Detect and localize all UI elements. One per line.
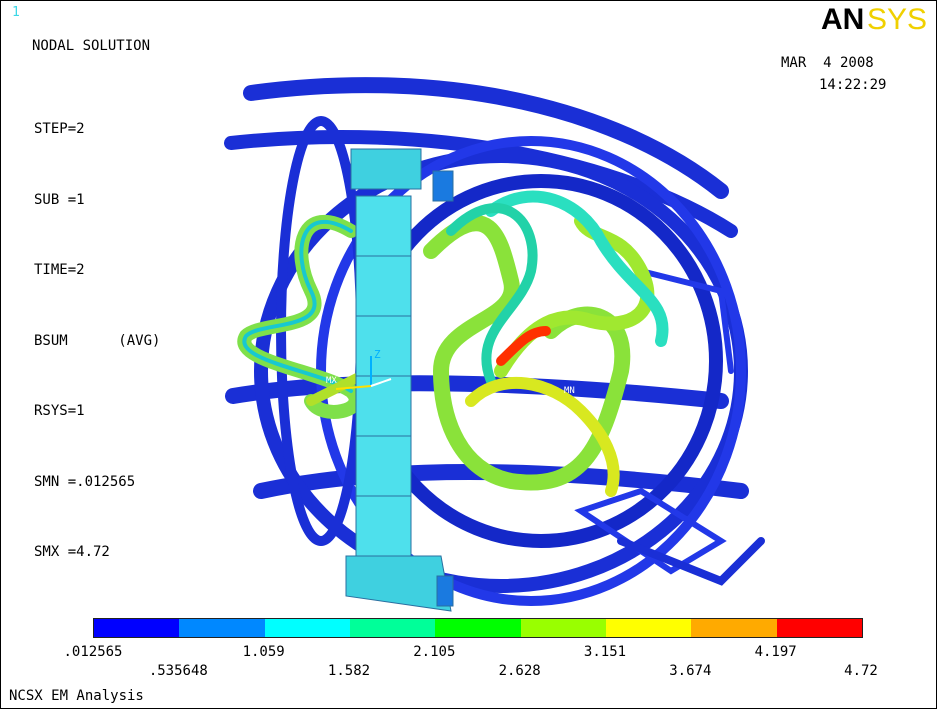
window-number: 1	[12, 5, 20, 20]
footer-title: NCSX EM Analysis	[9, 688, 144, 704]
svg-text:SYS: SYS	[867, 3, 927, 33]
legend-swatch	[94, 619, 180, 637]
info-time: TIME=2	[34, 262, 85, 278]
info-smx: SMX =4.72	[34, 544, 110, 560]
legend-swatch	[776, 619, 862, 637]
color-legend	[93, 618, 863, 638]
ansys-logo: AN SYS	[821, 3, 927, 33]
legend-swatch	[691, 619, 777, 637]
plot-date: MAR 4 2008	[781, 55, 874, 71]
legend-label-lower: 2.628	[498, 663, 541, 679]
legend-label-upper: 2.105	[413, 644, 456, 660]
plot-time: 14:22:29	[819, 77, 887, 93]
plot-title: NODAL SOLUTION	[32, 38, 151, 54]
legend-swatch	[349, 619, 436, 637]
legend-label-upper: .012565	[63, 644, 123, 660]
legend-label-upper: 1.059	[242, 644, 285, 660]
legend-label-lower: 3.674	[669, 663, 712, 679]
mn-label: MN	[564, 386, 575, 396]
info-step: STEP=2	[34, 121, 85, 137]
coil-model-view[interactable]: Z MX MN	[201, 71, 781, 616]
legend-label-lower: 1.582	[327, 663, 371, 679]
info-bsum: BSUM (AVG)	[34, 332, 161, 349]
legend-swatch	[520, 619, 606, 637]
solution-info: STEP=2 SUB =1 TIME=2 BSUM (AVG) RSYS=1 S…	[34, 71, 160, 612]
central-column	[345, 148, 454, 612]
legend-swatch	[435, 619, 521, 637]
legend-swatch	[179, 619, 265, 637]
info-sub: SUB =1	[34, 191, 85, 208]
axis-z-label: Z	[374, 348, 381, 361]
legend-swatch	[264, 619, 350, 637]
info-rsys: RSYS=1	[34, 403, 85, 419]
legend-label-upper: 4.197	[754, 644, 797, 660]
mx-label: MX	[326, 376, 337, 386]
legend-label-upper: 3.151	[583, 644, 627, 660]
legend-swatch	[605, 619, 692, 637]
info-smn: SMN =.012565	[34, 473, 136, 490]
legend-label-lower: .535648	[148, 663, 208, 679]
svg-text:AN: AN	[821, 3, 864, 33]
legend-label-lower: 4.72	[844, 663, 878, 679]
